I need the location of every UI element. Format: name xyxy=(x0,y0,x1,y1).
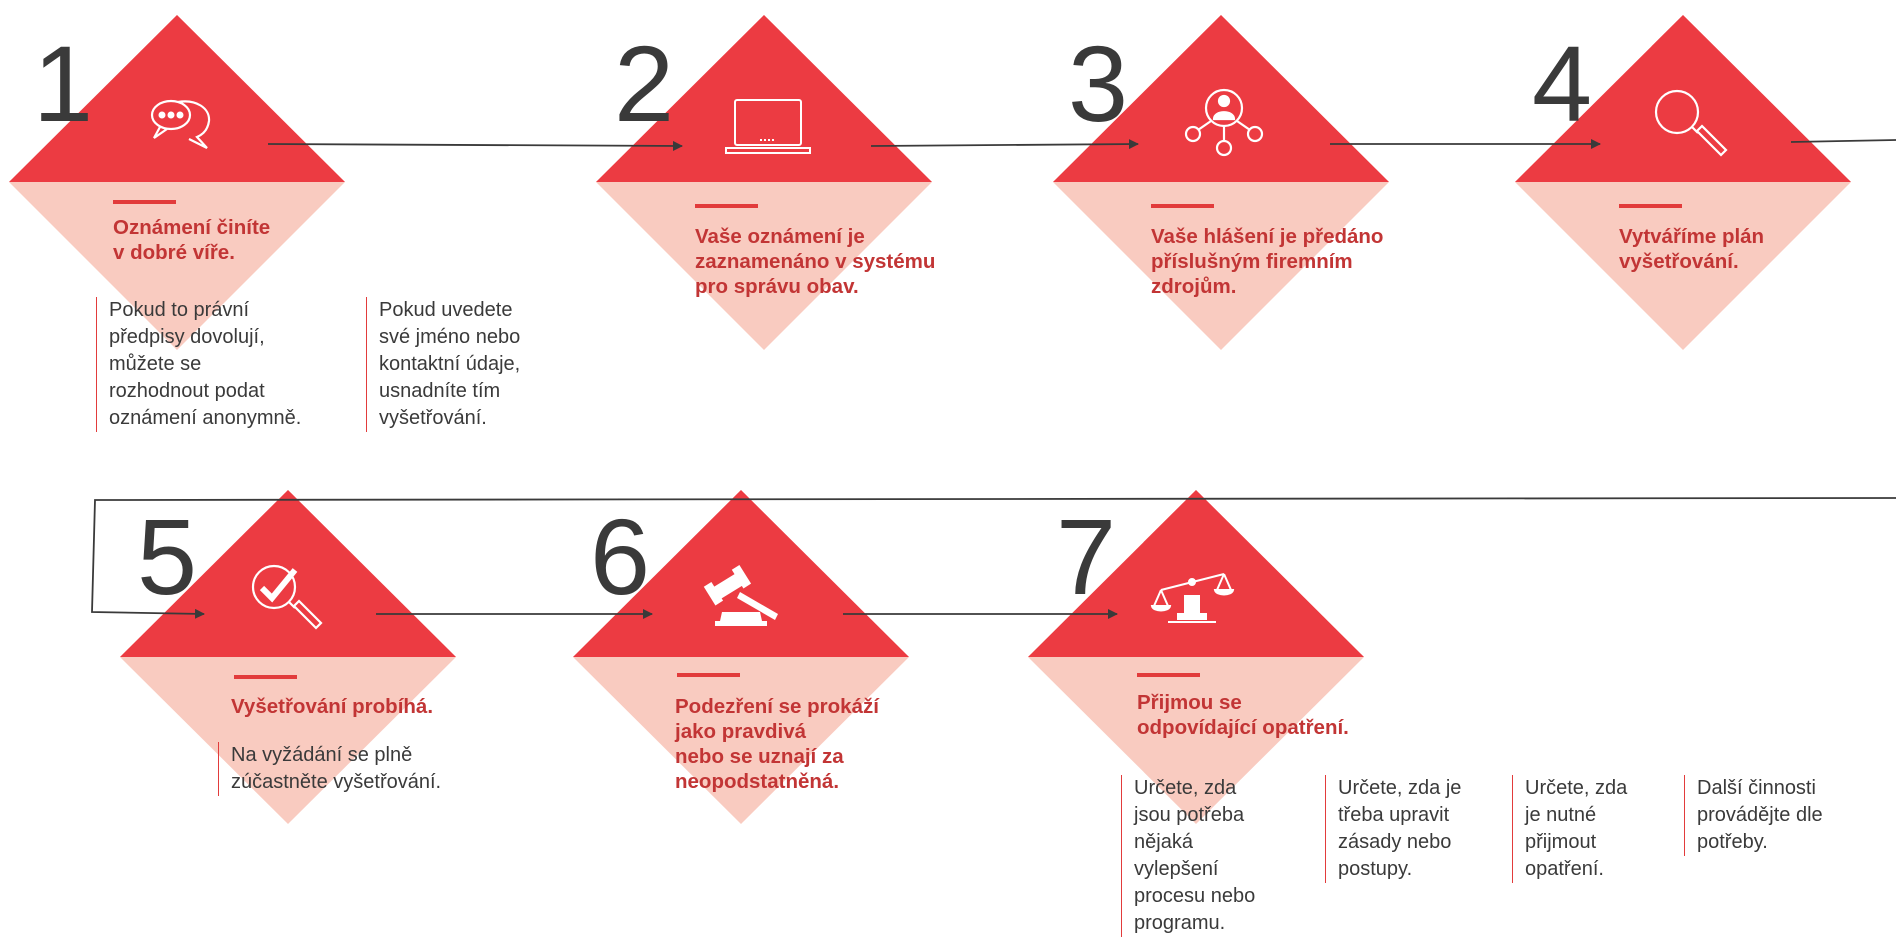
step-5-number: 5 xyxy=(137,496,198,617)
step-1-diamond xyxy=(9,15,345,350)
arrow-4-to-wrap xyxy=(1790,139,1896,143)
magnifier-check-icon xyxy=(251,564,323,630)
step-4-title: Vytváříme plán vyšetřování. xyxy=(1619,225,1765,273)
wrap-connector xyxy=(91,497,1896,619)
step-2-diamond xyxy=(596,15,932,350)
step-3-number: 3 xyxy=(1068,23,1129,144)
laptop-icon xyxy=(725,99,811,154)
speech-bubbles-icon xyxy=(150,99,211,149)
step-7-title: Přijmou se odpovídající opatření. xyxy=(1137,691,1349,739)
step-7-note-2: Určete, zda je třeba upravit zásady nebo… xyxy=(1325,775,1461,883)
step-7-number: 7 xyxy=(1056,496,1117,617)
accent-bars xyxy=(113,200,1682,679)
step-4-number: 4 xyxy=(1532,23,1593,144)
step-1-title: Oznámení činíte v dobré víře. xyxy=(113,216,271,264)
step-5-note-1: Na vyžádání se plně zúčastněte vyšetřová… xyxy=(218,742,441,796)
step-2-title: Vaše oznámení je zaznamenáno v systému p… xyxy=(695,225,936,298)
step-6-title: Podezření se prokáží jako pravdivá nebo … xyxy=(675,695,879,793)
step-7-note-4: Další činnosti provádějte dle potřeby. xyxy=(1684,775,1823,856)
person-network-icon xyxy=(1184,88,1264,157)
step-5-title: Vyšetřování probíhá. xyxy=(231,695,434,718)
scales-icon xyxy=(1150,573,1235,623)
step-7-note-1: Určete, zda jsou potřeba nějaká vylepšen… xyxy=(1121,775,1255,937)
step-1-note-1: Pokud to právní předpisy dovolují, můžet… xyxy=(96,297,301,432)
step-1-note-2: Pokud uvedete své jméno nebo kontaktní ú… xyxy=(366,297,520,432)
gavel-icon xyxy=(703,565,778,626)
step-3-title: Vaše hlášení je předáno příslušným firem… xyxy=(1151,225,1384,298)
step-6-number: 6 xyxy=(590,496,651,617)
arrow-1-to-2 xyxy=(267,140,683,151)
step-7-note-3: Určete, zda je nutné přijmout opatření. xyxy=(1512,775,1627,883)
arrow-2-to-3 xyxy=(870,139,1139,150)
connectors xyxy=(91,139,1896,619)
step-2-number: 2 xyxy=(614,23,675,144)
magnifier-icon xyxy=(1654,89,1728,157)
step-1-number: 1 xyxy=(33,23,94,144)
